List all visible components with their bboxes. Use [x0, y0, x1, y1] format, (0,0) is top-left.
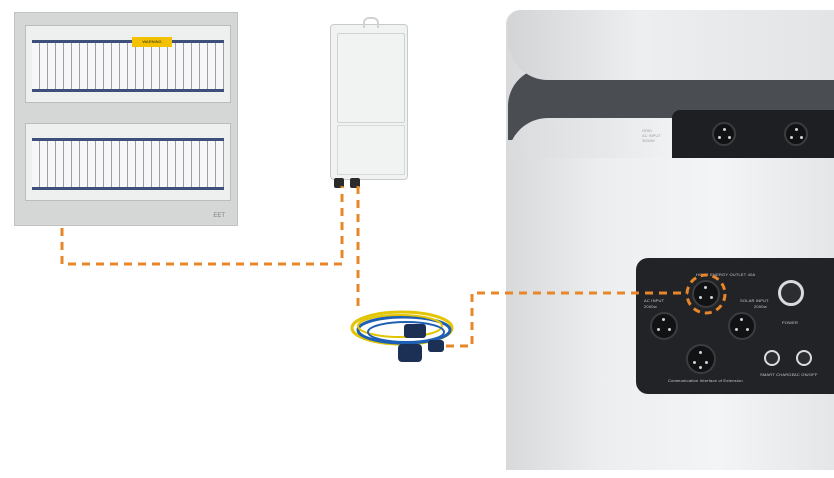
ac-input-label: AC INPUT	[644, 298, 665, 303]
ac-input-power: 2000w	[644, 304, 657, 309]
communication-label: Communication Interface of Extension	[668, 378, 743, 383]
breaker-rail-top: WARNING	[25, 25, 231, 103]
cable-to-station-line	[446, 291, 688, 348]
cable-connector	[398, 344, 422, 362]
station-top-shell	[508, 10, 834, 80]
board-logo: EET	[213, 213, 225, 219]
solar-input-power: 2000w	[754, 304, 767, 309]
solar-input-port[interactable]	[728, 312, 756, 340]
top-outlet	[712, 122, 736, 146]
warning-label: WARNING	[132, 37, 172, 47]
cable-coil	[357, 314, 443, 338]
cable-connector	[404, 324, 426, 338]
cable-coil	[356, 315, 452, 345]
breaker-row	[32, 138, 224, 190]
home-energy-outlet[interactable]	[692, 280, 720, 308]
power-label: POWER	[782, 320, 799, 325]
cable-connector	[428, 340, 444, 352]
cable-gland	[350, 178, 360, 188]
smart-charge-label: SMART CHARGE	[760, 372, 795, 377]
solar-input-label: SOLAR INPUT	[740, 298, 769, 303]
extension-cable	[350, 310, 454, 362]
distribution-board: WARNING EET	[14, 12, 238, 226]
hanging-hook	[363, 17, 379, 28]
top-outlet	[784, 122, 808, 146]
ac-onoff-button[interactable]	[796, 350, 812, 366]
top-port-labels: GRID AC INPUT 3000W	[642, 128, 661, 143]
enclosure-door	[337, 33, 405, 123]
communication-port[interactable]	[686, 344, 716, 374]
smart-charge-button[interactable]	[764, 350, 780, 366]
home-outlet-label: HOME ENERGY OUTLET 40A	[696, 272, 756, 277]
power-button[interactable]	[778, 280, 804, 306]
cable-gland	[334, 178, 344, 188]
switch-enclosure	[330, 17, 408, 180]
enclosure-lower-panel	[337, 125, 405, 175]
ac-input-port[interactable]	[650, 312, 678, 340]
top-port-strip	[672, 110, 834, 158]
ac-onoff-label: AC ON/OFF	[794, 372, 818, 377]
cable-coil	[367, 321, 445, 343]
breaker-rail-bottom	[25, 123, 231, 201]
breaker-row	[32, 40, 224, 92]
board-to-enclosure-line	[60, 186, 344, 266]
station-io-panel: HOME ENERGY OUTLET 40A AC INPUT 2000w SO…	[636, 258, 834, 394]
home-outlet-highlight-ring	[685, 273, 727, 315]
